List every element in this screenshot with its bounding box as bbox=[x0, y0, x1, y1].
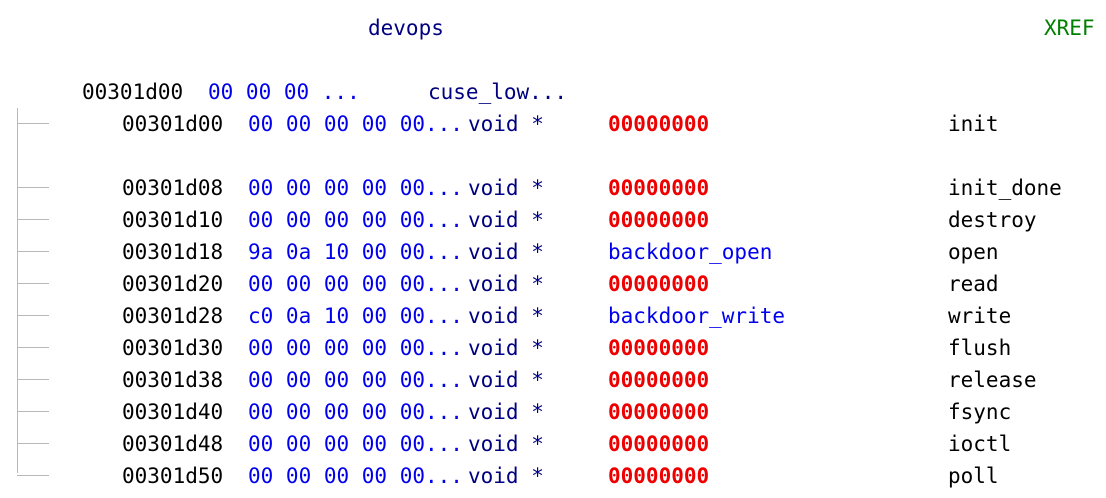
tree-branch-line bbox=[17, 108, 18, 473]
row-bytes: 00 00 00 00 00... bbox=[248, 464, 463, 488]
row-type[interactable]: void * bbox=[468, 208, 544, 232]
tree-branch-tick bbox=[17, 315, 49, 316]
table-row[interactable]: 00301d50 00 00 00 00 00...void * 00000000 p… bbox=[0, 460, 1106, 492]
table-row[interactable]: 00301d30 00 00 00 00 00...void * 00000000 f… bbox=[0, 332, 1106, 364]
row-value[interactable]: backdoor_open bbox=[608, 240, 773, 264]
row-field-name: poll bbox=[948, 464, 999, 488]
row-address[interactable]: 00301d18 bbox=[122, 240, 224, 264]
tree-branch-tick bbox=[17, 475, 49, 476]
row-address[interactable]: 00301d38 bbox=[122, 368, 224, 392]
row-bytes: c0 0a 10 00 00... bbox=[248, 304, 463, 328]
row-type[interactable]: void * bbox=[468, 368, 544, 392]
row-bytes: 00 00 00 00 00... bbox=[248, 400, 463, 424]
row-address[interactable]: 00301d40 bbox=[122, 400, 224, 424]
tree-branch-tick bbox=[17, 219, 49, 220]
row-type[interactable]: void * bbox=[468, 400, 544, 424]
row-address[interactable]: 00301d00 bbox=[122, 112, 224, 136]
table-row[interactable]: 00301d40 00 00 00 00 00...void * 00000000 f… bbox=[0, 396, 1106, 428]
row-address[interactable]: 00301d10 bbox=[122, 208, 224, 232]
table-row[interactable]: 00301d18 9a 0a 10 00 00...void * backdoor_… bbox=[0, 236, 1106, 268]
row-value: 00000000 bbox=[608, 272, 710, 296]
table-row[interactable]: 00301d38 00 00 00 00 00...void * 00000000 r… bbox=[0, 364, 1106, 396]
tree-branch-tick bbox=[17, 411, 49, 412]
row-address[interactable]: 00301d28 bbox=[122, 304, 224, 328]
row-type[interactable]: void * bbox=[468, 432, 544, 456]
row-bytes: 00 00 00 00 00... bbox=[248, 272, 463, 296]
row-value[interactable]: backdoor_write bbox=[608, 304, 786, 328]
row-type[interactable]: void * bbox=[468, 176, 544, 200]
row-type[interactable]: void * bbox=[468, 304, 544, 328]
row-value: 00000000 bbox=[608, 368, 710, 392]
table-row[interactable]: 00301d10 00 00 00 00 00...void * 00000000 d… bbox=[0, 204, 1106, 236]
row-type[interactable]: void * bbox=[468, 240, 544, 264]
row-bytes: 00 00 00 00 00... bbox=[248, 176, 463, 200]
row-field-name: ioctl bbox=[948, 432, 1012, 456]
row-address[interactable]: 00301d08 bbox=[122, 176, 224, 200]
row-field-name: fsync bbox=[948, 400, 1012, 424]
row-bytes: 00 00 00 00 00... bbox=[248, 368, 463, 392]
row-bytes: 9a 0a 10 00 00... bbox=[248, 240, 463, 264]
row-value: 00000000 bbox=[608, 336, 710, 360]
struct-address[interactable]: 00301d00 bbox=[82, 80, 184, 104]
tree-branch-tick bbox=[17, 443, 49, 444]
row-type[interactable]: void * bbox=[468, 464, 544, 488]
row-field-name: read bbox=[948, 272, 999, 296]
row-field-name: open bbox=[948, 240, 999, 264]
tree-branch-tick bbox=[17, 251, 49, 252]
row-address[interactable]: 00301d48 bbox=[122, 432, 224, 456]
row-type[interactable]: void * bbox=[468, 112, 544, 136]
row-field-name: flush bbox=[948, 336, 1012, 360]
table-row[interactable]: 00301d08 00 00 00 00 00...void * 00000000 i… bbox=[0, 172, 1106, 204]
row-field-name: init_done bbox=[948, 176, 1062, 200]
row-value: 00000000 bbox=[608, 464, 710, 488]
struct-type[interactable]: cuse_low... bbox=[428, 80, 568, 104]
table-row[interactable]: 00301d20 00 00 00 00 00...void * 00000000 r… bbox=[0, 268, 1106, 300]
row-address[interactable]: 00301d30 bbox=[122, 336, 224, 360]
row-address[interactable]: 00301d50 bbox=[122, 464, 224, 488]
row-bytes: 00 00 00 00 00... bbox=[248, 336, 463, 360]
struct-bytes: 00 00 00 ... bbox=[208, 80, 360, 104]
row-value: 00000000 bbox=[608, 432, 710, 456]
row-value: 00000000 bbox=[608, 112, 710, 136]
table-row[interactable]: 00301d28 c0 0a 10 00 00...void * backdoor_… bbox=[0, 300, 1106, 332]
row-bytes: 00 00 00 00 00... bbox=[248, 112, 463, 136]
row-type[interactable]: void * bbox=[468, 336, 544, 360]
tree-branch-tick bbox=[17, 283, 49, 284]
tree-branch-tick bbox=[17, 123, 49, 124]
row-type[interactable]: void * bbox=[468, 272, 544, 296]
data-label-devops[interactable]: devops bbox=[368, 16, 444, 40]
row-bytes: 00 00 00 00 00... bbox=[248, 432, 463, 456]
row-value: 00000000 bbox=[608, 400, 710, 424]
row-address[interactable]: 00301d20 bbox=[122, 272, 224, 296]
row-field-name: release bbox=[948, 368, 1037, 392]
row-field-name: init bbox=[948, 112, 999, 136]
table-row[interactable]: 00301d48 00 00 00 00 00...void * 00000000 i… bbox=[0, 428, 1106, 460]
row-value: 00000000 bbox=[608, 176, 710, 200]
row-field-name: write bbox=[948, 304, 1012, 328]
row-bytes: 00 00 00 00 00... bbox=[248, 208, 463, 232]
table-row[interactable]: 00301d00 00 00 00 00 00...void * 00000000 i… bbox=[0, 108, 1106, 140]
row-field-name: destroy bbox=[948, 208, 1037, 232]
tree-branch-tick bbox=[17, 347, 49, 348]
xref-link[interactable]: XREF bbox=[1044, 16, 1095, 40]
tree-branch-tick bbox=[17, 379, 49, 380]
tree-branch-tick bbox=[17, 187, 49, 188]
row-value: 00000000 bbox=[608, 208, 710, 232]
